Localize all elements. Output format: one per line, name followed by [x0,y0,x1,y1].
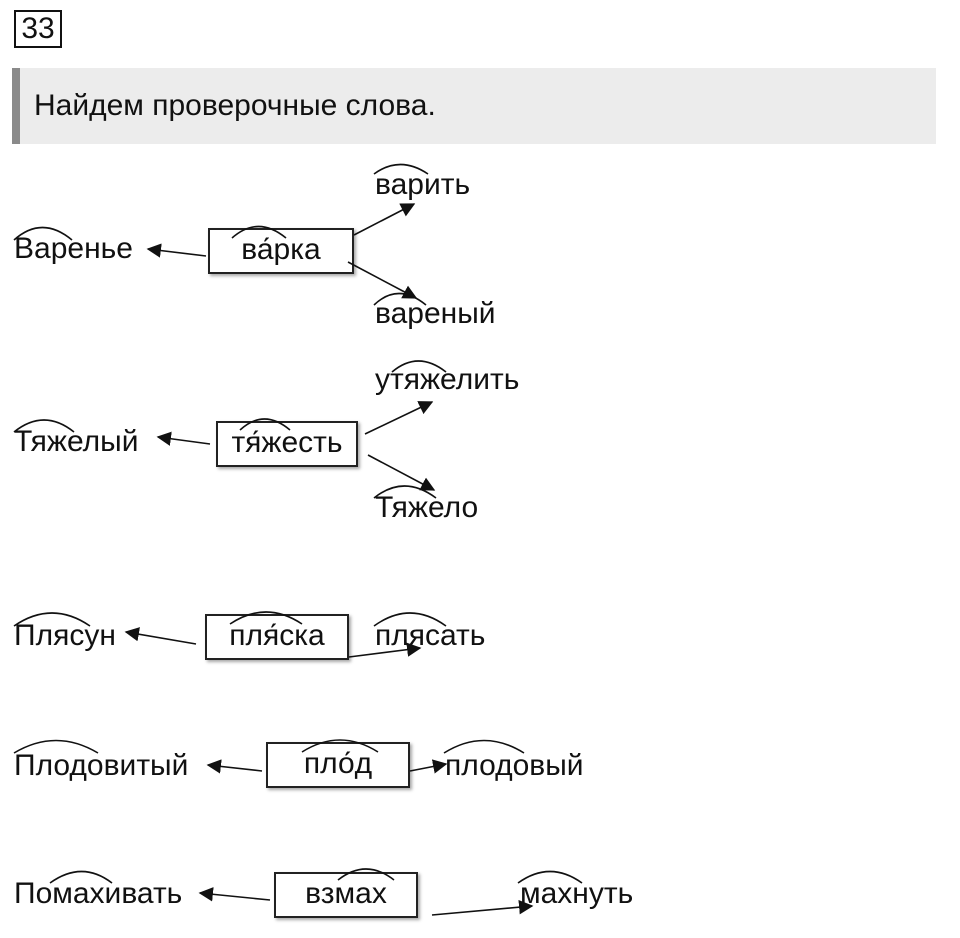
root-arc [229,611,303,625]
arrow [353,203,416,236]
word-right-top: утяжелить [375,363,520,396]
root-word: пля́ска [229,619,325,652]
root-word-box: пля́ска [205,614,349,660]
root-arc [13,739,99,754]
arrow [431,899,534,916]
root-arcs [13,163,583,884]
arrow [409,759,448,774]
word-left: Плясун [14,619,116,652]
arrow [347,261,418,299]
root-word-box: пло́д [266,742,410,788]
word-left: Плодовитый [14,749,189,782]
word-left: Тяжелый [14,425,139,458]
root-arc [373,485,437,499]
arrow [364,401,434,435]
root-word: взмах [305,877,387,910]
root-word: пло́д [303,747,373,780]
root-arc [373,292,427,306]
arrow [146,243,207,258]
word-left: Варенье [14,232,133,265]
root-arc [13,612,91,627]
word-right: плодовый [445,749,584,782]
root-arc [301,739,379,753]
root-arc [239,418,291,431]
arrow [206,759,263,774]
word-right-bottom: Тяжело [375,491,479,524]
root-arc [391,360,447,373]
root-arc [517,870,583,884]
root-arc [13,226,73,241]
root-word-box: тя́жесть [216,421,358,467]
arrow [348,642,422,658]
word-right-bottom: вареный [375,297,496,330]
arrow [198,887,271,902]
root-word: тя́жесть [231,426,343,459]
arrow [156,431,211,446]
root-arc [443,739,525,754]
root-word: ва́рка [241,233,321,266]
word-left: Помахивать [14,877,183,910]
word-right: плясать [375,619,486,652]
root-arc [231,225,287,239]
root-arc [373,163,429,175]
arrow [124,627,197,645]
word-right: махнуть [520,877,634,910]
arrow [367,454,436,491]
root-arc [373,612,447,627]
root-arc [49,870,113,884]
word-right-top: варить [375,168,471,201]
root-arc [337,868,395,881]
instruction-banner: Найдем проверочные слова. [12,68,936,144]
root-word-box: ва́рка [208,228,354,274]
root-arc [13,419,75,433]
arrows [124,203,534,916]
exercise-number: 33 [14,10,62,48]
